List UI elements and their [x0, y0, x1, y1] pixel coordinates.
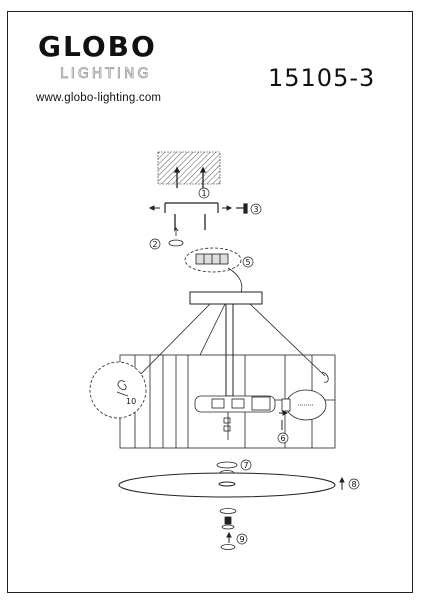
suspension-cables [129, 303, 326, 386]
step-9-callout [236, 533, 248, 545]
finial-arrow [226, 531, 232, 543]
bracket-arrows [148, 205, 233, 211]
step-8-callout [348, 478, 360, 490]
ceiling-screws [173, 166, 207, 188]
logo-wordmark: GLOBO [38, 30, 157, 63]
washer-part [168, 227, 184, 247]
step-3-label: 3 [254, 205, 259, 214]
step-10-label: 10 [126, 397, 136, 406]
side-screw [236, 203, 248, 214]
hook-detail-circle [89, 361, 147, 419]
step-2-label: 2 [153, 240, 158, 249]
lamp-holder [194, 395, 276, 413]
bracket-screws [174, 214, 206, 230]
glass-diffuser [118, 472, 336, 498]
step-8-label: 8 [352, 480, 357, 489]
globo-logo: GLOBO LIGHTING [30, 32, 190, 92]
step-7-callout [240, 459, 252, 471]
terminal-block [184, 247, 242, 273]
logo-subline: LIGHTING [60, 66, 152, 83]
bulb-arrow [279, 410, 289, 430]
diffuser-arrow [339, 476, 345, 490]
wire-chain [223, 412, 231, 440]
canopy [189, 291, 263, 305]
step-9-label: 9 [240, 535, 245, 544]
center-rod [225, 303, 234, 397]
step-1-label: 1 [202, 189, 207, 198]
step-1-callout [198, 187, 210, 199]
step-2-callout [149, 238, 161, 250]
page-border [7, 11, 413, 593]
step-5-callout [242, 256, 254, 268]
website-url: www.globo-lighting.com [36, 92, 162, 104]
step-6-callout [277, 432, 289, 444]
model-number: 15105-3 [268, 64, 376, 92]
ceiling-block [157, 151, 221, 185]
light-bulb [281, 389, 327, 421]
finial-assembly [219, 508, 237, 550]
shade-hook-right [321, 371, 329, 383]
step-5-label: 5 [246, 258, 251, 267]
mounting-bracket [164, 202, 219, 213]
supply-wire [227, 267, 243, 296]
step-6-label: 6 [281, 434, 286, 443]
step-3-callout [250, 203, 262, 215]
step-7-label: 7 [244, 461, 249, 470]
